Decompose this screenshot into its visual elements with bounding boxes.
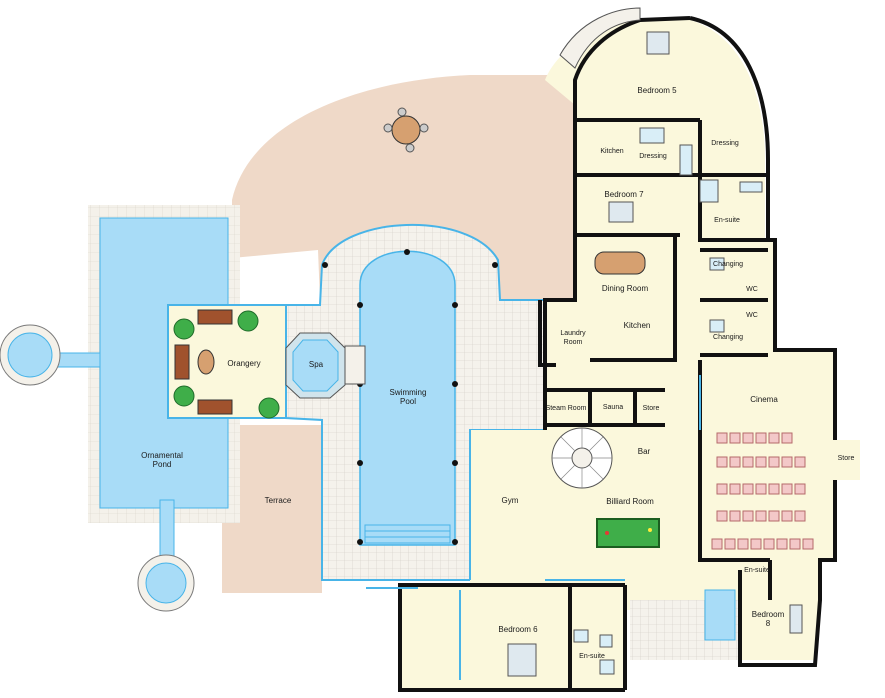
label-bedroom8: Bedroom 8 xyxy=(751,610,785,628)
billiard-table xyxy=(596,518,660,548)
beds xyxy=(507,31,803,677)
label-cinema: Cinema xyxy=(750,395,778,404)
label-dressing-small: Dressing xyxy=(639,153,667,160)
label-orangery: Orangery xyxy=(227,359,261,368)
label-kitchen-small: Kitchen xyxy=(600,148,624,155)
label-dressing: Dressing xyxy=(711,140,739,147)
walls xyxy=(398,16,837,692)
bathroom-fixtures xyxy=(573,127,763,675)
label-kitchen: Kitchen xyxy=(623,321,651,330)
label-bar: Bar xyxy=(637,447,651,456)
label-changing-lower: Changing xyxy=(713,334,743,341)
label-dining-room: Dining Room xyxy=(601,284,649,293)
label-laundry: Laundry Room xyxy=(560,330,586,346)
patio-table xyxy=(391,115,421,145)
label-bedroom7: Bedroom 7 xyxy=(604,190,644,199)
label-ensuite-lower: En-suite xyxy=(579,653,605,660)
label-spa: Spa xyxy=(308,360,324,369)
label-bedroom5: Bedroom 5 xyxy=(637,86,677,95)
dining-table xyxy=(594,251,646,275)
label-gym: Gym xyxy=(501,496,519,505)
label-bedroom6: Bedroom 6 xyxy=(498,625,538,634)
label-ornamental-pond: Ornamental Pond xyxy=(141,451,183,469)
label-wc-lower: WC xyxy=(746,312,758,319)
label-wc-upper: WC xyxy=(746,286,758,293)
label-sauna: Sauna xyxy=(602,404,624,411)
label-ensuite-upper: En-suite xyxy=(714,217,740,224)
label-terrace: Terrace xyxy=(264,496,292,505)
label-swimming-pool: Swimming Pool xyxy=(389,388,427,406)
label-ensuite-right: En-suite xyxy=(744,567,770,574)
label-store-right: Store xyxy=(837,455,855,462)
swimming-pool xyxy=(359,250,456,546)
cinema-seats xyxy=(711,432,814,550)
label-changing-upper: Changing xyxy=(713,261,743,268)
label-store-mid: Store xyxy=(642,405,660,412)
label-steam-room: Steam Room xyxy=(545,405,587,412)
label-billiard-room: Billiard Room xyxy=(606,497,654,506)
windows xyxy=(366,375,701,680)
